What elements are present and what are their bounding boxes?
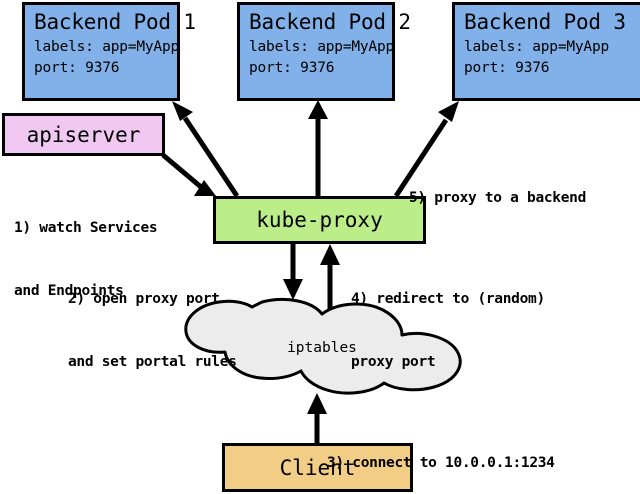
backend-pod-1-port: port: 9376 bbox=[34, 60, 120, 76]
kube-proxy-label: kube-proxy bbox=[256, 208, 383, 232]
iptables-label: iptables bbox=[287, 340, 357, 356]
arrow-kubeproxy-to-pod3 bbox=[393, 101, 459, 198]
backend-pod-2-port: port: 9376 bbox=[249, 60, 335, 76]
backend-pod-3-port: port: 9376 bbox=[464, 60, 550, 76]
arrow-client-to-iptables bbox=[307, 393, 327, 443]
backend-pod-2-box[interactable]: Backend Pod 2 labels: app=MyApp port: 93… bbox=[237, 2, 411, 101]
backend-pod-3-labels: labels: app=MyApp bbox=[464, 39, 610, 55]
arrow-kubeproxy-to-pod1 bbox=[172, 101, 240, 198]
backend-pod-2-title: Backend Pod 2 bbox=[249, 10, 411, 34]
step-1-line-1: 1) watch Services bbox=[14, 220, 158, 236]
iptables-cloud-shape bbox=[184, 298, 462, 395]
arrow-apiserver-to-kubeproxy bbox=[161, 153, 216, 196]
backend-pod-1-title: Backend Pod 1 bbox=[34, 10, 196, 34]
step-2-line-1: 2) open proxy port bbox=[68, 291, 220, 307]
client-label: Client bbox=[279, 455, 356, 480]
apiserver-box[interactable]: apiserver bbox=[2, 113, 165, 156]
step-5-line-1: 5) proxy to a backend bbox=[409, 190, 587, 206]
step-3-label: 3) connect to 10.0.0.1:1234 bbox=[327, 411, 555, 494]
step-4-label: 4) redirect to (random) proxy port bbox=[351, 247, 545, 415]
step-3-line-1: 3) connect to 10.0.0.1:1234 bbox=[327, 455, 555, 471]
step-5-label: 5) proxy to a backend bbox=[409, 146, 586, 251]
step-2-label: 2) open proxy port and set portal rules bbox=[68, 247, 237, 415]
arrow-kubeproxy-to-iptables bbox=[283, 243, 303, 300]
backend-pod-2-labels: labels: app=MyApp bbox=[249, 39, 395, 55]
arrow-iptables-to-kubeproxy bbox=[320, 244, 340, 310]
apiserver-label: apiserver bbox=[26, 122, 141, 147]
step-1-label: 1) watch Services and Endpoints bbox=[14, 176, 158, 344]
backend-pod-3-title: Backend Pod 3 bbox=[464, 10, 626, 34]
arrow-kubeproxy-to-pod2 bbox=[308, 100, 328, 196]
step-2-line-2: and set portal rules bbox=[68, 354, 237, 370]
step-4-line-2: proxy port bbox=[351, 354, 436, 370]
kube-proxy-box[interactable]: kube-proxy bbox=[213, 196, 426, 244]
backend-pod-3-box[interactable]: Backend Pod 3 labels: app=MyApp port: 93… bbox=[452, 2, 640, 101]
backend-pod-1-labels: labels: app=MyApp bbox=[34, 39, 180, 55]
client-box[interactable]: Client bbox=[222, 443, 413, 492]
backend-pod-1-box[interactable]: Backend Pod 1 labels: app=MyApp port: 93… bbox=[22, 2, 196, 101]
step-4-line-1: 4) redirect to (random) bbox=[351, 291, 545, 307]
step-1-line-2: and Endpoints bbox=[14, 283, 124, 299]
